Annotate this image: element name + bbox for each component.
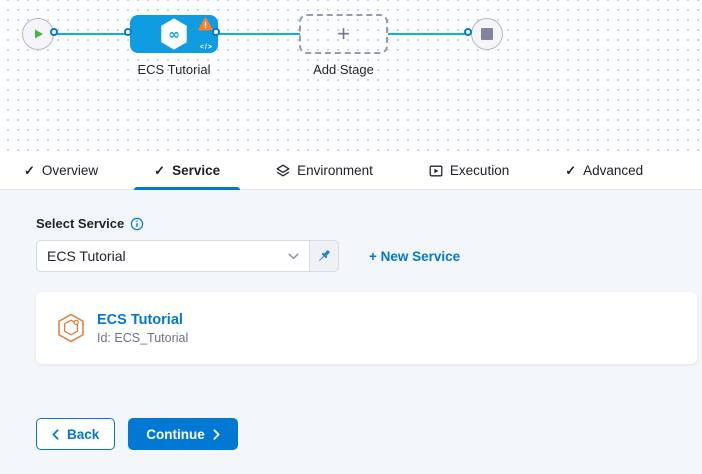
tab-label: Execution	[449, 163, 510, 178]
pipeline-edge	[388, 33, 470, 35]
info-icon[interactable]	[130, 217, 144, 231]
stage-node-ecs-tutorial[interactable]: ∞ </>	[130, 15, 218, 53]
pipeline-edge	[57, 33, 131, 35]
pipeline-start-node	[22, 18, 54, 50]
stop-icon	[481, 28, 493, 40]
code-icon[interactable]: </>	[199, 44, 213, 51]
pin-icon	[316, 248, 332, 264]
check-icon: ✓	[154, 163, 166, 178]
stage-name-label: ECS Tutorial	[137, 62, 211, 77]
tab-advanced[interactable]: ✓ Advanced	[545, 152, 663, 189]
tab-label: Advanced	[583, 163, 644, 178]
play-icon	[35, 29, 43, 39]
warning-icon	[198, 17, 213, 31]
check-icon: ✓	[565, 163, 577, 178]
tab-execution[interactable]: Execution	[409, 152, 529, 189]
node-port[interactable]	[464, 28, 472, 36]
new-service-link[interactable]: + New Service	[369, 248, 461, 264]
service-card[interactable]: ECS Tutorial Id: ECS_Tutorial	[36, 292, 697, 364]
service-select-input[interactable]	[37, 248, 288, 264]
chevron-right-icon	[213, 428, 220, 440]
stage-tabs: ✓ Overview ✓ Service Environment Executi…	[0, 152, 702, 190]
node-port[interactable]	[124, 28, 132, 36]
tab-environment[interactable]: Environment	[256, 152, 393, 189]
pipeline-canvas[interactable]: ∞ </> + ECS Tutorial Add Stage	[0, 0, 702, 152]
tab-label: Service	[172, 163, 221, 178]
service-hexagon-icon	[57, 313, 85, 343]
svg-text:∞: ∞	[168, 27, 180, 43]
pipeline-end-node	[471, 18, 503, 50]
node-port[interactable]	[50, 28, 58, 36]
tab-label: Environment	[297, 163, 373, 178]
service-card-title[interactable]: ECS Tutorial	[97, 311, 183, 328]
continue-button-label: Continue	[146, 426, 205, 442]
execution-icon	[429, 164, 443, 178]
check-icon: ✓	[24, 163, 35, 178]
back-button[interactable]: Back	[36, 418, 116, 450]
chevron-left-icon	[52, 428, 59, 440]
pin-button[interactable]	[310, 240, 339, 272]
back-button-label: Back	[67, 426, 100, 442]
harness-cd-icon: ∞	[161, 18, 187, 50]
tab-service[interactable]: ✓ Service	[134, 152, 241, 190]
service-select[interactable]	[36, 240, 310, 272]
wizard-footer: Back Continue	[36, 418, 702, 450]
service-tab-panel: Select Service	[0, 190, 702, 450]
continue-button[interactable]: Continue	[128, 418, 238, 450]
tab-overview[interactable]: ✓ Overview	[4, 152, 118, 189]
plus-icon: +	[337, 21, 350, 46]
add-stage-button[interactable]: +	[299, 14, 388, 54]
layers-icon	[276, 164, 290, 178]
chevron-down-icon[interactable]	[288, 252, 299, 260]
add-stage-label: Add Stage	[313, 62, 374, 77]
service-card-id: Id: ECS_Tutorial	[97, 330, 189, 345]
node-port[interactable]	[212, 28, 220, 36]
select-service-label: Select Service	[36, 216, 125, 231]
pipeline-edge	[218, 33, 300, 35]
tab-label: Overview	[41, 163, 99, 178]
